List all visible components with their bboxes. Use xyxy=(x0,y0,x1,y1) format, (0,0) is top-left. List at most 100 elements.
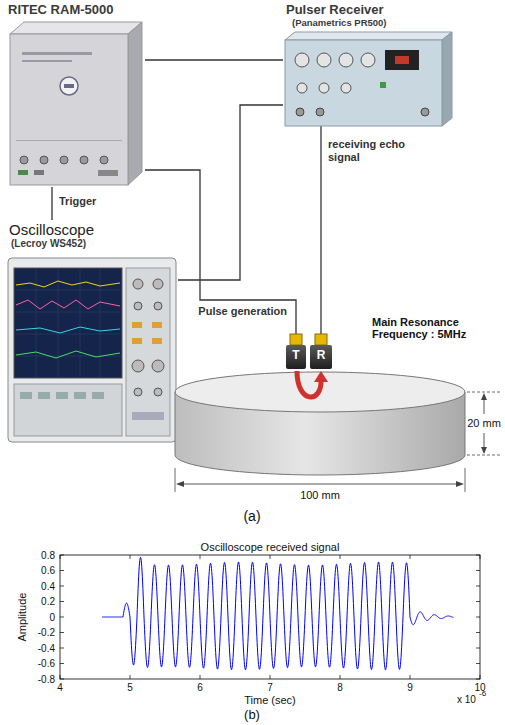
equipment-box: Oscilloscope(Lecroy WS452) xyxy=(6,220,178,444)
oscilloscope-device xyxy=(152,338,162,344)
ritec-device xyxy=(128,22,142,185)
tick-label: 0 xyxy=(49,612,55,623)
dimension-line xyxy=(481,393,487,400)
oscilloscope-device xyxy=(56,392,68,399)
ritec-device xyxy=(98,170,118,176)
plot-title: Oscilloscope received signal xyxy=(201,541,340,553)
tick-label: -0.8 xyxy=(38,674,55,685)
equipment-name: Pulser Receiver xyxy=(286,3,384,18)
oscilloscope-device xyxy=(152,322,162,328)
pulser-device xyxy=(421,108,429,116)
oscilloscope-device xyxy=(126,268,170,436)
ritec-device xyxy=(80,156,88,164)
oscilloscope-device xyxy=(134,388,142,396)
ritec-device xyxy=(60,77,78,95)
dimension-label: 20 mm xyxy=(467,417,501,429)
oscilloscope-device xyxy=(154,388,162,396)
tick-label: 4 xyxy=(57,682,63,693)
axis-multiplier: x 10 xyxy=(457,694,476,705)
tick-label: 0.2 xyxy=(41,596,55,607)
axis-multiplier: -6 xyxy=(479,690,486,699)
wave-path-arrow xyxy=(297,371,321,397)
connector-wire xyxy=(51,187,52,220)
plot-axes xyxy=(60,555,480,679)
pulser-device xyxy=(380,82,386,88)
dimension-line xyxy=(467,392,500,455)
ritec-device xyxy=(10,22,142,34)
oscilloscope-device xyxy=(16,351,120,358)
parameter-note: Main Resonance Frequency : 5MHz xyxy=(372,316,484,340)
oscilloscope-device xyxy=(132,322,142,328)
ritec-device xyxy=(20,156,28,164)
axis-title: Time (sec) xyxy=(244,694,296,706)
signal-waveform xyxy=(102,557,453,669)
pulser-device xyxy=(361,53,375,67)
specimen-cylinder xyxy=(175,372,465,475)
pulser-device xyxy=(339,53,353,67)
transducer-letter: T xyxy=(292,349,299,363)
dimension-line xyxy=(467,392,500,455)
dimension-label: 100 mm xyxy=(300,489,340,501)
oscilloscope-device xyxy=(74,392,86,399)
ritec-device xyxy=(10,22,142,185)
signal-label: receiving echo signal xyxy=(327,138,419,163)
transducer-connector xyxy=(290,334,302,345)
specimen-cylinder xyxy=(175,372,465,412)
oscilloscope-device xyxy=(8,258,176,442)
ritec-device xyxy=(34,170,44,175)
plot-axes xyxy=(60,555,480,679)
pulser-device xyxy=(395,56,409,64)
oscilloscope-device xyxy=(153,279,163,289)
transducer-connector xyxy=(290,334,327,345)
axis-title: Amplitude xyxy=(16,593,28,642)
signal-label: Trigger xyxy=(58,195,97,208)
pulser-device xyxy=(317,53,331,67)
wave-path-arrow xyxy=(314,371,328,382)
connector-wire xyxy=(320,126,321,345)
oscilloscope-device xyxy=(132,412,164,420)
dimension-line xyxy=(176,481,184,487)
oscilloscope-device xyxy=(14,384,122,436)
signal-label: Pulse generation xyxy=(197,305,288,318)
oscilloscope-device xyxy=(154,302,162,310)
pulser-device xyxy=(341,83,351,93)
transducer: T xyxy=(286,345,306,369)
pulser-device xyxy=(285,40,442,126)
pulser-device xyxy=(295,53,309,67)
ritec-device xyxy=(18,170,28,175)
connector-wire xyxy=(145,59,283,60)
transducer-letter: R xyxy=(317,349,326,363)
oscilloscope-device xyxy=(20,392,32,399)
equipment-name: Oscilloscope xyxy=(9,221,94,238)
panel-label: (b) xyxy=(244,708,260,722)
tick-label: 7 xyxy=(267,682,273,693)
pulser-device xyxy=(285,32,452,40)
tick-label: -0.6 xyxy=(38,658,55,669)
equipment-box: Pulser Receiver(Panametrics PR500) xyxy=(283,2,453,126)
pulser-device xyxy=(316,108,324,116)
oscilloscope-device xyxy=(134,302,142,310)
tick-label: 9 xyxy=(407,682,413,693)
transducer: R xyxy=(310,345,332,369)
ritec-device xyxy=(16,140,122,141)
pulser-device xyxy=(297,83,307,93)
ritec-device xyxy=(40,156,48,164)
oscilloscope-device xyxy=(92,392,104,399)
oscilloscope-device xyxy=(152,360,164,372)
panel-label: (a) xyxy=(243,509,260,524)
oscilloscope-device xyxy=(16,300,120,309)
oscilloscope-device xyxy=(133,279,143,289)
ritec-device xyxy=(22,60,72,62)
pulser-device xyxy=(285,32,452,126)
oscilloscope-device xyxy=(14,268,122,378)
equipment-name: RITEC RAM-5000 xyxy=(8,3,113,18)
dimension-line xyxy=(175,468,465,492)
tick-label: 5 xyxy=(127,682,133,693)
pulser-device xyxy=(385,50,419,70)
tick-label: 0.6 xyxy=(41,565,55,576)
oscilloscope-device xyxy=(14,268,122,378)
dimension-line xyxy=(175,468,465,492)
wave-path-arrow xyxy=(297,371,328,397)
tick-label: -0.2 xyxy=(38,627,55,638)
